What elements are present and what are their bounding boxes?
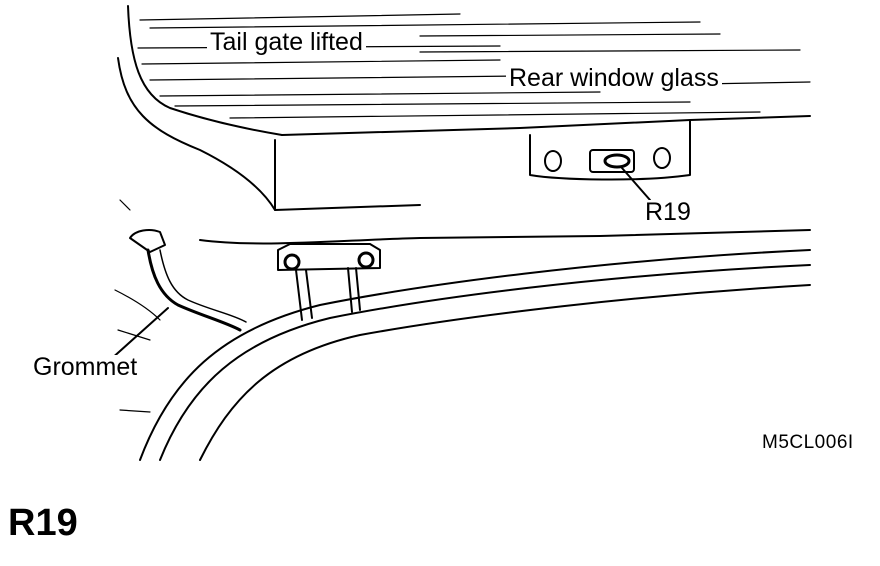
- body-shading: [114, 199, 161, 413]
- tailgate-edge: [127, 5, 283, 136]
- label-tail-gate: Tail gate lifted: [207, 30, 366, 55]
- label-grommet: Grommet: [30, 355, 141, 380]
- figure-code: M5CL006I: [762, 432, 854, 453]
- r19-leader-line: [621, 167, 651, 201]
- body-opening-mid: [159, 264, 811, 461]
- left-hole: [544, 150, 562, 172]
- section-heading: R19: [8, 502, 78, 544]
- right-hole: [653, 147, 671, 169]
- hinge-arms: [295, 267, 361, 321]
- grommet-body: [129, 229, 166, 253]
- label-connector-r19: R19: [642, 200, 694, 225]
- body-opening-outer: [139, 249, 811, 461]
- hinge-bolt-right: [357, 251, 375, 269]
- vehicle-tailgate-illustration: Tail gate lifted Rear window glass R19 G…: [30, 5, 854, 461]
- wiring-harness-outline: [159, 249, 247, 323]
- grommet-leader-line: [109, 307, 169, 361]
- connector-r19-plug: [603, 153, 631, 169]
- line-drawing: [109, 5, 811, 461]
- glass-lower-edge: [281, 115, 811, 136]
- hinge-bolt-left: [283, 253, 301, 271]
- tailgate-panel: [274, 139, 421, 211]
- wiring-harness: [146, 248, 242, 332]
- label-rear-window-glass: Rear window glass: [506, 66, 722, 91]
- body-opening-inner: [199, 284, 811, 461]
- panel-bottom-edge: [199, 229, 811, 245]
- panel-recess: [529, 119, 691, 181]
- tailgate-inner-edge: [117, 57, 276, 211]
- hinge-plate: [277, 243, 381, 271]
- connector-r19-housing: [589, 149, 635, 173]
